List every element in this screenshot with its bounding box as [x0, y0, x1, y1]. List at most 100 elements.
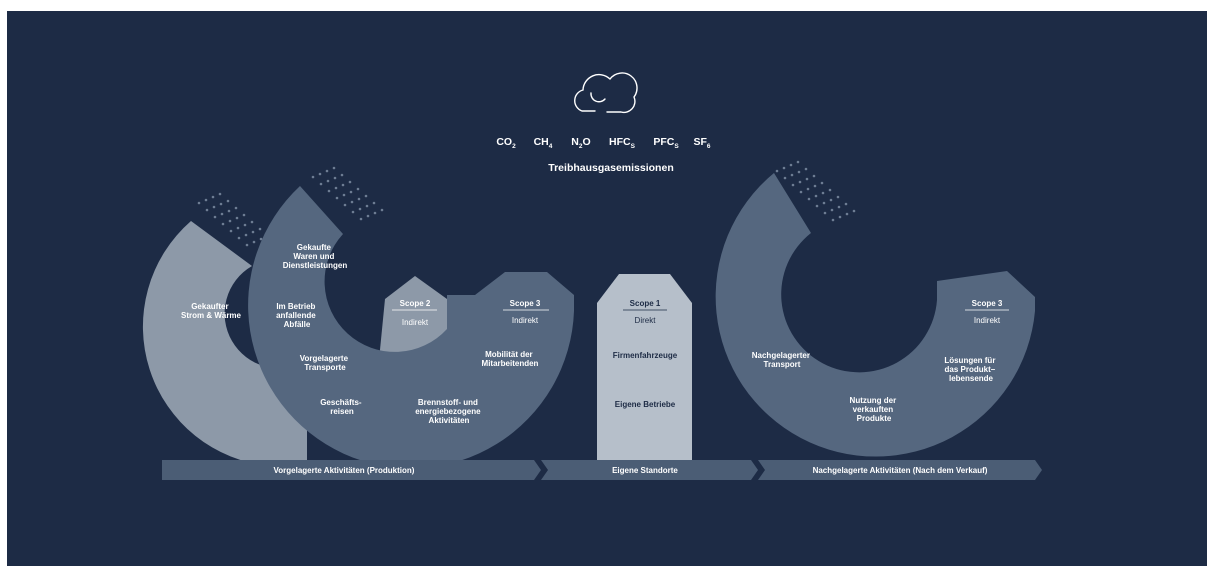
label-upstream-transport: Vorgelagerte Transporte	[300, 354, 351, 372]
label-use-of-products: Nutzung der verkauften Produkte	[850, 396, 899, 423]
label-commuting: Mobilität der Mitarbeitenden	[482, 350, 539, 368]
dot	[821, 191, 825, 195]
gas-hfcs: HFCS	[609, 136, 636, 150]
dot	[218, 192, 222, 196]
dot	[837, 205, 841, 209]
bar-downstream	[758, 460, 1042, 480]
label-purchased-energy: Gekaufter Strom & Wärme	[181, 302, 242, 320]
bar-upstream-label: Vorgelagerte Aktivitäten (Produktion)	[274, 466, 415, 475]
dot	[820, 181, 824, 185]
dot	[796, 160, 800, 164]
dot	[326, 179, 330, 183]
dot	[807, 197, 811, 201]
gas-list: CO2 CH4 N2O HFCS PFCS SF6	[496, 136, 711, 150]
svg-text:Scope 1: Scope 1	[630, 299, 661, 308]
dot	[342, 193, 346, 197]
label-operations: Eigene Betriebe	[615, 400, 676, 409]
dot	[348, 180, 352, 184]
dot	[829, 198, 833, 202]
dot	[212, 205, 216, 209]
dot	[798, 180, 802, 184]
svg-text:Indirekt: Indirekt	[974, 316, 1001, 325]
dot	[349, 190, 353, 194]
dot	[797, 170, 801, 174]
dot	[235, 216, 239, 220]
dot	[327, 189, 331, 193]
dot	[213, 215, 217, 219]
dot	[830, 208, 834, 212]
bar-downstream-label: Nachgelagerte Aktivitäten (Nach dem Verk…	[813, 466, 988, 475]
dot	[799, 190, 803, 194]
gas-ch4: CH4	[534, 136, 553, 150]
label-fuel-energy: Brennstoff- und energiebezogene Aktivitä…	[415, 398, 483, 425]
dot	[311, 175, 315, 179]
dot-pattern-left	[197, 192, 270, 247]
svg-text:Scope 3: Scope 3	[510, 299, 541, 308]
dot-pattern-right	[775, 160, 856, 222]
dot	[806, 187, 810, 191]
dot	[783, 176, 787, 180]
dot	[831, 218, 835, 222]
dot-pattern-middle	[311, 166, 384, 221]
dot	[243, 223, 247, 227]
gas-co2: CO2	[496, 136, 516, 150]
svg-text:Indirekt: Indirekt	[402, 318, 429, 327]
dot	[791, 183, 795, 187]
dot	[335, 196, 339, 200]
dot	[789, 163, 793, 167]
dot	[197, 201, 201, 205]
dot	[204, 198, 208, 202]
dot	[373, 211, 377, 215]
dot	[319, 182, 323, 186]
dot	[341, 183, 345, 187]
dot	[356, 187, 360, 191]
dot	[251, 230, 255, 234]
bar-own	[541, 460, 758, 480]
label-downstream-transport: Nachgelagerter Transport	[752, 351, 812, 369]
bar-own-label: Eigene Standorte	[612, 466, 678, 475]
dot	[357, 197, 361, 201]
dot	[813, 184, 817, 188]
dot	[836, 195, 840, 199]
dot	[815, 204, 819, 208]
dot	[234, 206, 238, 210]
dot	[812, 174, 816, 178]
dot	[334, 186, 338, 190]
cloud-icon	[574, 72, 638, 114]
dot	[228, 219, 232, 223]
dot	[828, 188, 832, 192]
label-waste: Im Betrieb anfallende Abfälle	[276, 302, 318, 329]
label-vehicles: Firmenfahrzeuge	[613, 351, 678, 360]
dot	[221, 222, 225, 226]
dot	[333, 176, 337, 180]
dot	[364, 194, 368, 198]
dot	[219, 202, 223, 206]
label-end-of-life: Lösungen für das Produkt– lebensende	[944, 356, 997, 383]
dot	[350, 200, 354, 204]
gas-sf6: SF6	[693, 136, 710, 150]
dot	[340, 173, 344, 177]
dot	[823, 211, 827, 215]
scope3-upstream-label: Scope 3 Indirekt	[503, 299, 549, 325]
dot	[814, 194, 818, 198]
svg-text:Direkt: Direkt	[635, 316, 657, 325]
gas-pfcs: PFCS	[653, 136, 679, 150]
dot	[805, 177, 809, 181]
dot	[838, 215, 842, 219]
bar-upstream	[162, 460, 541, 480]
diagram-title: Treibhausgasemissionen	[548, 162, 673, 174]
dot	[242, 213, 246, 217]
label-business-travel: Geschäfts- reisen	[320, 398, 364, 416]
scope2-label: Scope 2 Indirekt	[392, 299, 437, 327]
scope3-downstream-arc	[715, 173, 1035, 457]
dot	[226, 199, 230, 203]
dot	[332, 166, 336, 170]
dot	[220, 212, 224, 216]
ghg-scopes-diagram: CO2 CH4 N2O HFCS PFCS SF6 Treibhausgasem…	[142, 72, 1042, 480]
dot	[845, 212, 849, 216]
dot	[844, 202, 848, 206]
dot	[236, 226, 240, 230]
dot	[252, 240, 256, 244]
scope1-column	[597, 274, 692, 461]
dot	[205, 208, 209, 212]
